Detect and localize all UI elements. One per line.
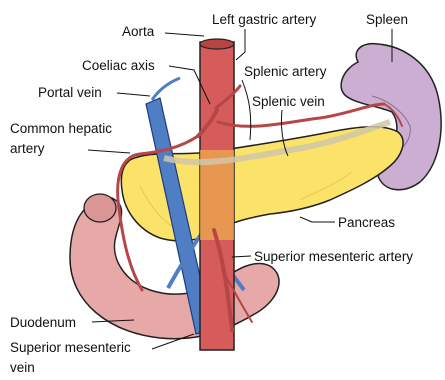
label-superior-mesenteric-vein-line1: Superior mesenteric xyxy=(10,340,131,355)
label-left-gastric-artery: Left gastric artery xyxy=(212,12,317,27)
label-aorta: Aorta xyxy=(122,24,155,39)
label-superior-mesenteric-artery: Superior mesenteric artery xyxy=(254,249,413,264)
label-common-hepatic-artery-line1: Common hepatic xyxy=(10,121,112,136)
label-splenic-artery: Splenic artery xyxy=(244,64,327,79)
label-common-hepatic-artery-line2: artery xyxy=(10,141,45,156)
label-splenic-vein: Splenic vein xyxy=(252,94,325,109)
label-pancreas: Pancreas xyxy=(338,215,395,230)
label-coeliac-axis: Coeliac axis xyxy=(82,58,155,73)
label-spleen: Spleen xyxy=(366,12,408,27)
label-duodenum: Duodenum xyxy=(10,315,76,330)
label-portal-vein: Portal vein xyxy=(38,85,102,100)
label-superior-mesenteric-vein-line2: vein xyxy=(10,360,35,375)
